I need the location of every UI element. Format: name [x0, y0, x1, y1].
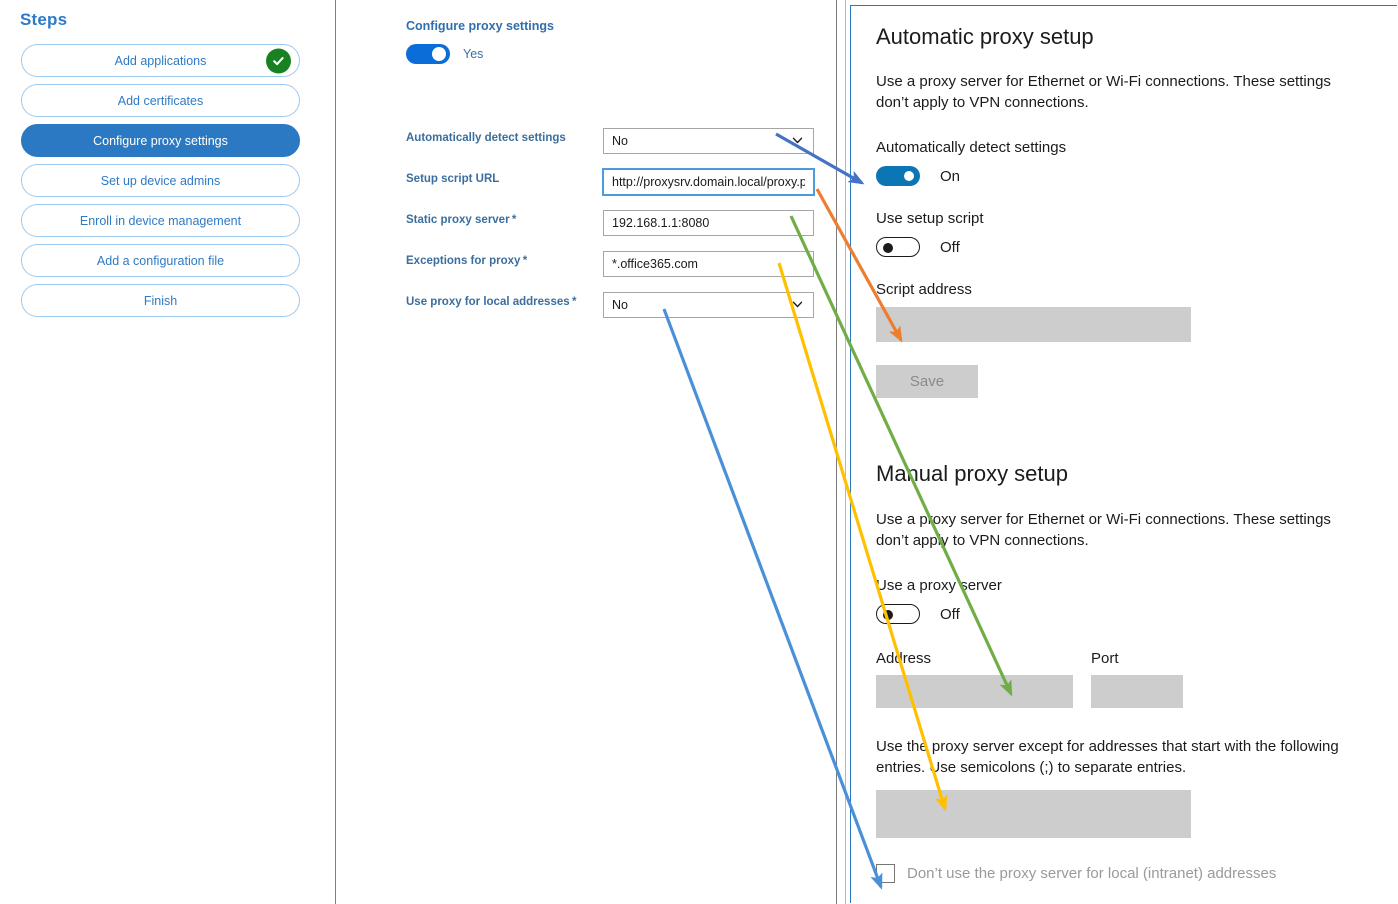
form-field-value: 192.168.1.1:8080 [612, 216, 710, 230]
required-marker: * [520, 255, 528, 267]
step-item-0[interactable]: Add applications [21, 44, 300, 77]
form-field-0: Automatically detect settings No [406, 128, 816, 154]
save-button[interactable]: Save [876, 365, 978, 399]
form-text-input[interactable]: *.office365.com [603, 251, 814, 277]
use-setup-script-row: Off [876, 237, 1376, 258]
step-item-3[interactable]: Set up device admins [21, 164, 300, 197]
form-text-input[interactable]: http://proxysrv.domain.local/proxy.pa [602, 168, 815, 196]
form-field-label-text: Use proxy for local addresses [406, 296, 570, 308]
form-field-4: Use proxy for local addresses * No [406, 292, 816, 318]
step-item-1[interactable]: Add certificates [21, 84, 300, 117]
form-field-label-text: Exceptions for proxy [406, 255, 521, 267]
chevron-down-icon [791, 134, 804, 150]
automatically-detect-settings-toggle[interactable] [876, 166, 920, 187]
form-field-value: No [612, 134, 628, 148]
exceptions-description: Use the proxy server except for addresse… [876, 738, 1339, 777]
toggle-knob [883, 243, 893, 254]
step-item-label: Configure proxy settings [93, 133, 228, 148]
form-field-label: Setup script URL [406, 173, 499, 185]
toggle-knob [883, 610, 893, 621]
check-icon [266, 48, 291, 73]
automatically-detect-settings-state: On [940, 167, 961, 185]
form-field-label-text: Static proxy server [406, 214, 510, 226]
address-group: Address [876, 650, 1073, 709]
form-field-2: Static proxy server * 192.168.1.1:8080 [406, 210, 816, 236]
use-a-proxy-server-label: Use a proxy server [876, 577, 1002, 595]
use-setup-script-state: Off [940, 238, 960, 256]
form-field-label: Exceptions for proxy * [406, 255, 527, 267]
form-heading: Configure proxy settings [406, 19, 554, 33]
toggle-knob [904, 171, 914, 182]
use-a-proxy-server-row: Off [876, 604, 1376, 625]
step-item-label: Add a configuration file [96, 253, 225, 268]
manual-proxy-section: Manual proxy setup Use a proxy server fo… [876, 461, 1376, 883]
automatic-proxy-heading: Automatic proxy setup [876, 24, 1094, 49]
form-field-3: Exceptions for proxy * *.office365.com [406, 251, 816, 277]
manual-proxy-heading: Manual proxy setup [876, 461, 1068, 486]
port-input[interactable] [1091, 675, 1183, 709]
step-item-2[interactable]: Configure proxy settings [21, 124, 300, 157]
form-field-1: Setup script URL http://proxysrv.domain.l… [406, 168, 816, 196]
form-select[interactable]: No [603, 128, 814, 154]
exceptions-input[interactable] [876, 789, 1191, 838]
script-address-input[interactable] [876, 307, 1191, 343]
port-group: Port [1091, 650, 1183, 709]
required-marker: * [569, 296, 577, 308]
automatically-detect-settings-row: On [876, 166, 1376, 187]
form-field-label-text: Automatically detect settings [406, 132, 566, 144]
panel-divider-dark [836, 0, 837, 904]
form-field-value: No [612, 298, 628, 312]
form-select[interactable]: No [603, 292, 814, 318]
proxy-form-panel: Configure proxy settings Yes Automatical… [336, 0, 836, 904]
use-a-proxy-server-state: Off [940, 605, 960, 623]
toggle-knob [432, 47, 446, 61]
bypass-local-checkbox[interactable] [876, 863, 895, 883]
required-marker: * [509, 214, 517, 226]
automatic-proxy-description: Use a proxy server for Ethernet or Wi-Fi… [876, 73, 1331, 111]
address-input[interactable] [876, 675, 1073, 709]
address-label: Address [876, 650, 932, 668]
automatically-detect-settings-label: Automatically detect settings [876, 139, 1067, 157]
step-item-5[interactable]: Add a configuration file [21, 244, 300, 277]
step-item-label: Finish [143, 293, 178, 308]
chevron-down-icon [791, 298, 804, 314]
steps-panel-title: Steps [20, 10, 68, 29]
manual-proxy-description: Use a proxy server for Ethernet or Wi-Fi… [876, 511, 1331, 549]
form-field-label: Automatically detect settings [406, 132, 566, 144]
form-text-input[interactable]: 192.168.1.1:8080 [603, 210, 814, 236]
step-item-label: Add applications [114, 53, 207, 68]
form-field-value: http://proxysrv.domain.local/proxy.pa [612, 175, 805, 189]
use-a-proxy-server-toggle[interactable] [876, 604, 920, 625]
windows-proxy-settings-panel: Automatic proxy setup Use a proxy server… [850, 5, 1397, 903]
bypass-local-label: Don’t use the proxy server for local (in… [907, 864, 1277, 882]
port-label: Port [1091, 650, 1119, 668]
use-setup-script-label: Use setup script [876, 210, 984, 228]
form-field-label: Static proxy server * [406, 214, 516, 226]
address-port-row: Address Port [876, 650, 1376, 709]
automatic-proxy-section: Automatic proxy setup Use a proxy server… [876, 24, 1376, 399]
configure-proxy-toggle-label: Yes [463, 47, 484, 61]
panel-divider-light [845, 0, 846, 904]
configure-proxy-toggle[interactable] [406, 44, 450, 64]
form-field-label: Use proxy for local addresses * [406, 296, 576, 308]
step-item-label: Enroll in device management [79, 213, 242, 228]
bypass-local-row[interactable]: Don’t use the proxy server for local (in… [876, 863, 1376, 883]
use-setup-script-toggle[interactable] [876, 237, 920, 258]
script-address-label: Script address [876, 281, 972, 299]
step-item-6[interactable]: Finish [21, 284, 300, 317]
configure-proxy-toggle-row: Yes [406, 44, 483, 64]
step-item-4[interactable]: Enroll in device management [21, 204, 300, 237]
form-field-label-text: Setup script URL [406, 173, 500, 185]
form-field-value: *.office365.com [612, 257, 698, 271]
step-item-label: Set up device admins [100, 173, 221, 188]
step-item-label: Add certificates [117, 93, 204, 108]
